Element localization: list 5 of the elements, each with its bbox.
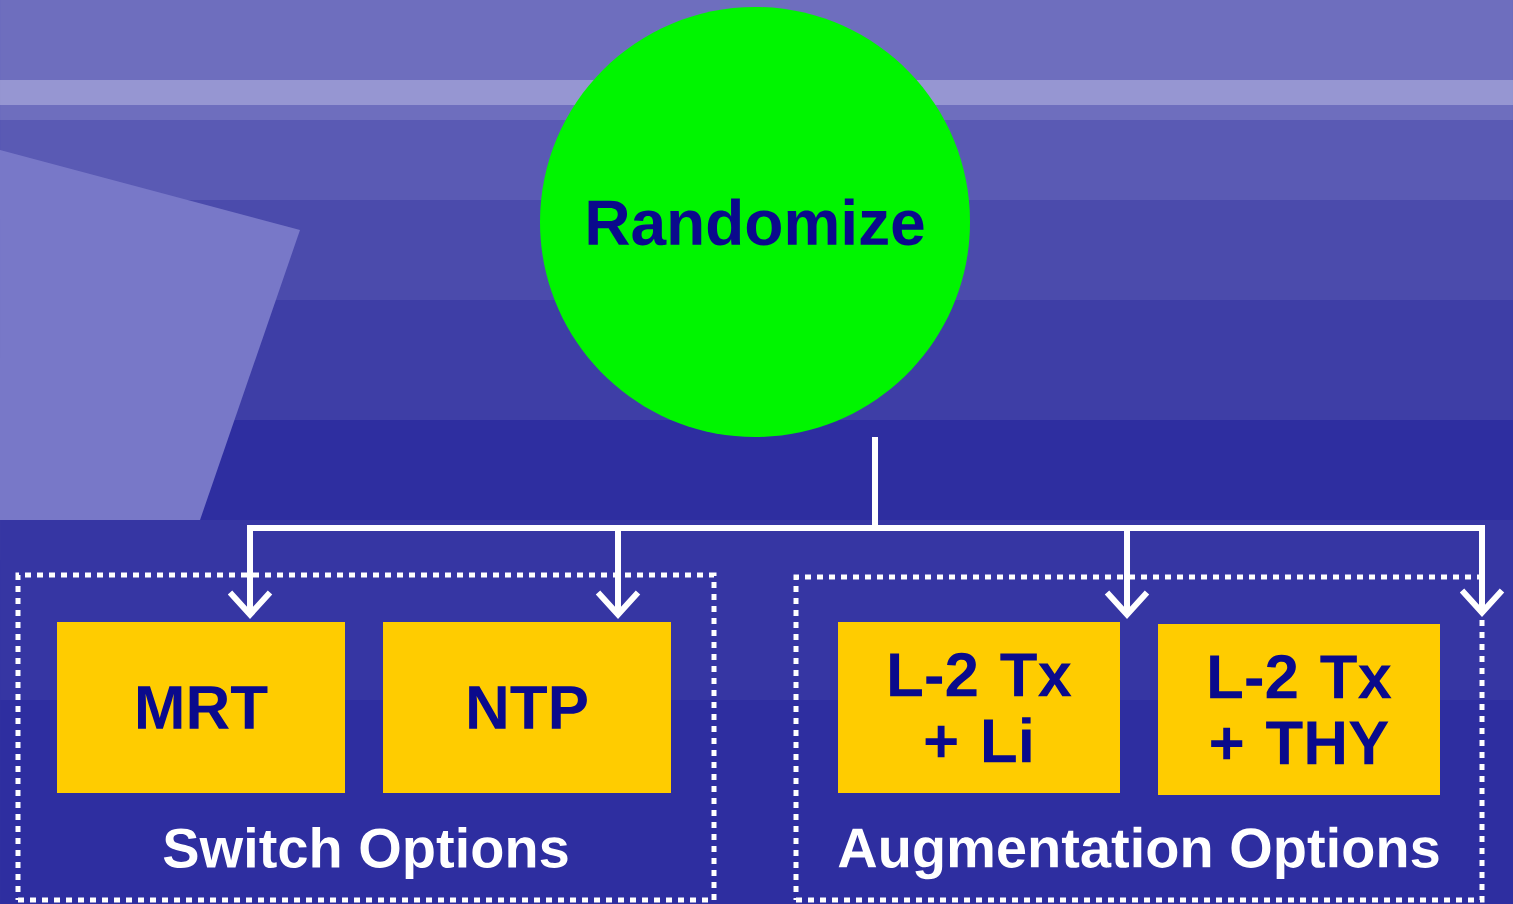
process-box: NTP xyxy=(383,622,671,793)
process-box: L-2 Tx + Li xyxy=(838,622,1120,793)
process-box: L-2 Tx + THY xyxy=(1158,624,1440,795)
process-box: MRT xyxy=(57,622,345,793)
arrow xyxy=(872,437,1505,617)
